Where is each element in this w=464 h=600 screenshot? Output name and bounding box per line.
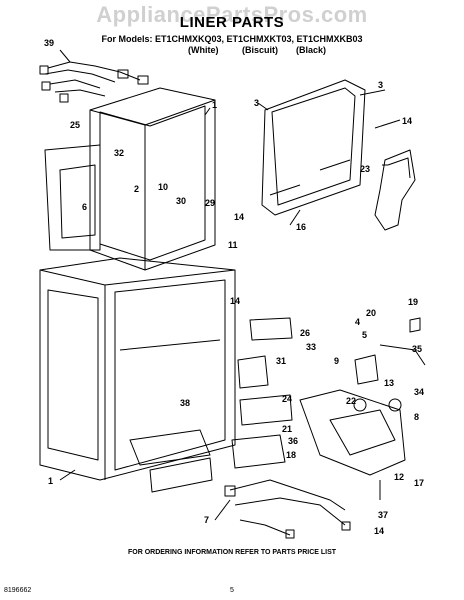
callout-label: 2: [134, 184, 139, 194]
callout-label: 34: [414, 387, 424, 397]
callout-label: 25: [70, 120, 80, 130]
callout-label: 12: [394, 472, 404, 482]
callout-label: 31: [276, 356, 286, 366]
evaporator-cover-panel: [261, 79, 366, 216]
callout-label: 3: [378, 80, 383, 90]
color-white-label: (White): [188, 45, 219, 55]
page-title: LINER PARTS: [179, 14, 285, 31]
callout-label: 32: [114, 148, 124, 158]
wire-harness-bottom: [224, 479, 351, 539]
callout-label: 1: [212, 100, 217, 110]
callout-label: 13: [384, 378, 394, 388]
callout-label: 9: [334, 356, 339, 366]
callout-label: 21: [282, 424, 292, 434]
page-number: 5: [230, 587, 234, 594]
callout-label: 26: [300, 328, 310, 338]
color-biscuit-label: (Biscuit): [242, 45, 278, 55]
callout-label: 16: [296, 222, 306, 232]
callout-label: 29: [205, 198, 215, 208]
callout-label: 14: [234, 212, 244, 222]
callout-label: 38: [180, 398, 190, 408]
callout-label: 14: [374, 526, 384, 536]
callout-label: 20: [366, 308, 376, 318]
callout-label: 23: [360, 164, 370, 174]
callout-label: 4: [355, 317, 360, 327]
callout-label: 19: [408, 297, 418, 307]
callout-label: 14: [402, 116, 412, 126]
control-housing: [231, 317, 426, 476]
callout-label: 17: [414, 478, 424, 488]
freezer-liner: [44, 87, 216, 271]
watermark: AppliancePartsPros.com: [96, 2, 368, 27]
fresh-food-liner: [39, 257, 236, 493]
callout-label: 35: [412, 344, 422, 354]
callout-label: 22: [346, 396, 356, 406]
ordering-note: FOR ORDERING INFORMATION REFER TO PARTS …: [127, 549, 337, 556]
callout-label: 10: [158, 182, 168, 192]
callout-label: 8: [414, 412, 419, 422]
wire-harness-top: [39, 61, 149, 103]
callout-labels: 39 25 1 32 2 6 10 30 29 14 11 14 3 3 14 …: [44, 38, 424, 536]
model-list: For Models: ET1CHMXKQ03, ET1CHMXKT03, ET…: [101, 34, 363, 44]
document-number: 8196662: [4, 587, 32, 594]
callout-label: 7: [204, 515, 209, 525]
callout-label: 37: [378, 510, 388, 520]
callout-label: 24: [282, 394, 292, 404]
callout-label: 33: [306, 342, 316, 352]
callout-label: 5: [362, 330, 367, 340]
callout-label: 30: [176, 196, 186, 206]
callout-label: 14: [230, 296, 240, 306]
callout-label: 39: [44, 38, 54, 48]
callout-label: 3: [254, 98, 259, 108]
callout-label: 1: [48, 476, 53, 486]
callout-label: 6: [82, 202, 87, 212]
callout-label: 18: [286, 450, 296, 460]
air-duct: [374, 149, 416, 231]
callout-label: 11: [228, 240, 238, 250]
color-black-label: (Black): [296, 45, 327, 55]
callout-label: 36: [288, 436, 298, 446]
